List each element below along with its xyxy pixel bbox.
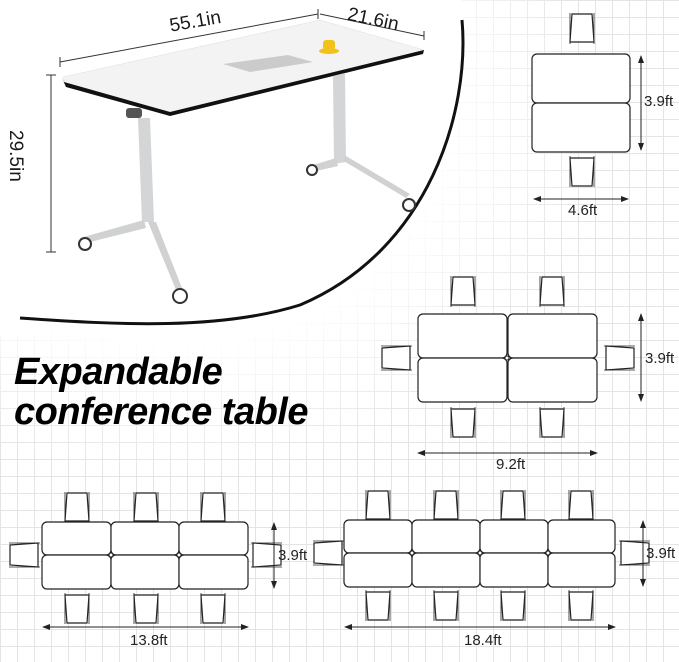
layout-single <box>531 12 644 202</box>
quad-depth-label: 3.9ft <box>646 545 676 562</box>
layout-triple <box>8 491 283 630</box>
single-depth-label: 3.9ft <box>644 93 674 110</box>
headline-line-1: Expandable <box>14 351 223 393</box>
layout-quad <box>312 489 651 630</box>
single-width-label: 4.6ft <box>568 202 598 219</box>
dimension-lines <box>46 9 425 253</box>
photo-arc <box>19 19 465 326</box>
double-depth-label: 3.9ft <box>645 350 675 367</box>
headline-line-2: conference table <box>14 391 309 433</box>
table-photo <box>62 19 425 304</box>
headline: Expandable conference table <box>14 351 309 433</box>
quad-width-label: 18.4ft <box>464 632 502 649</box>
layout-double <box>380 275 644 456</box>
triple-depth-label: 3.9ft <box>278 547 308 564</box>
double-width-label: 9.2ft <box>496 456 526 473</box>
triple-width-label: 13.8ft <box>130 632 168 649</box>
